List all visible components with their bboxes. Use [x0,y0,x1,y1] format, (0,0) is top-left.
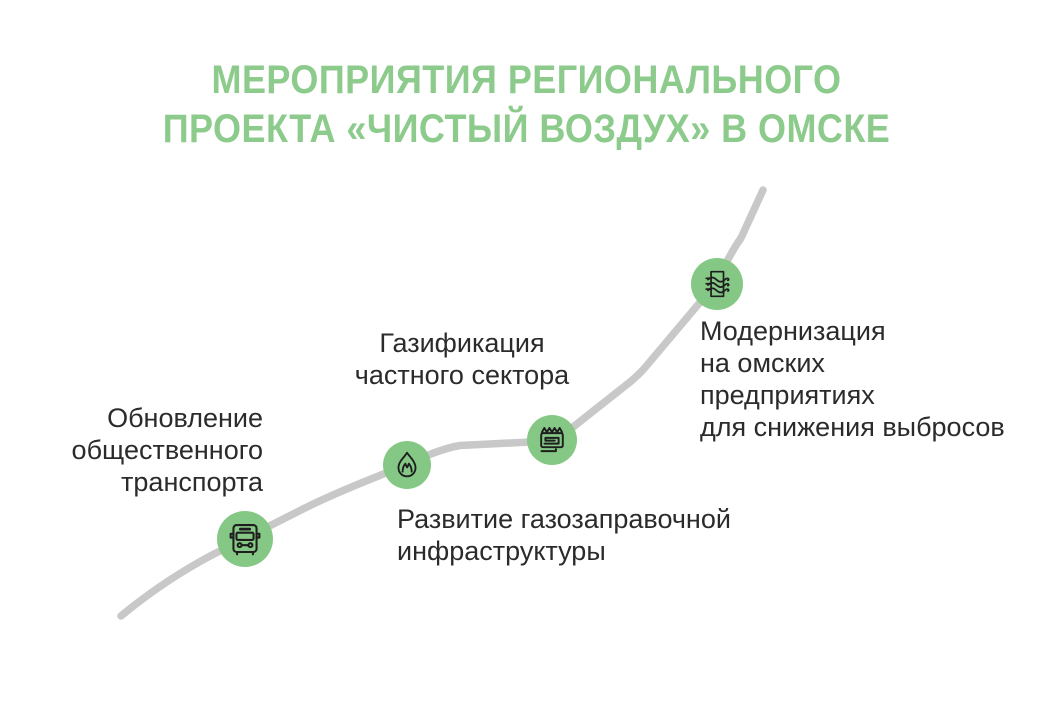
bus-icon [229,524,261,556]
milestone-node-modernization [691,258,743,310]
filter-icon [705,270,730,298]
page-title-line-2: ПРОЕКТА «ЧИСТЫЙ ВОЗДУХ» В ОМСКЕ [162,107,891,151]
milestone-label-gas-infrastructure: Развитие газозаправочной инфраструктуры [397,504,731,566]
milestone-label-transport: Обновление общественного транспорта [71,403,263,497]
page-title-line-1: МЕРОПРИЯТИЯ РЕГИОНАЛЬНОГО [211,58,842,102]
flame-icon [397,451,417,478]
heater-icon [540,427,564,453]
milestone-node-transport [217,511,273,567]
page-title: МЕРОПРИЯТИЯ РЕГИОНАЛЬНОГО ПРОЕКТА «ЧИСТЫ… [53,56,1001,154]
milestone-label-gasification: Газификация частного сектора [354,328,570,390]
milestone-node-gasification [527,415,577,465]
milestone-node-gas-infrastructure [383,441,431,489]
milestone-label-modernization: Модернизация на омских предприятиях для … [700,316,1005,442]
